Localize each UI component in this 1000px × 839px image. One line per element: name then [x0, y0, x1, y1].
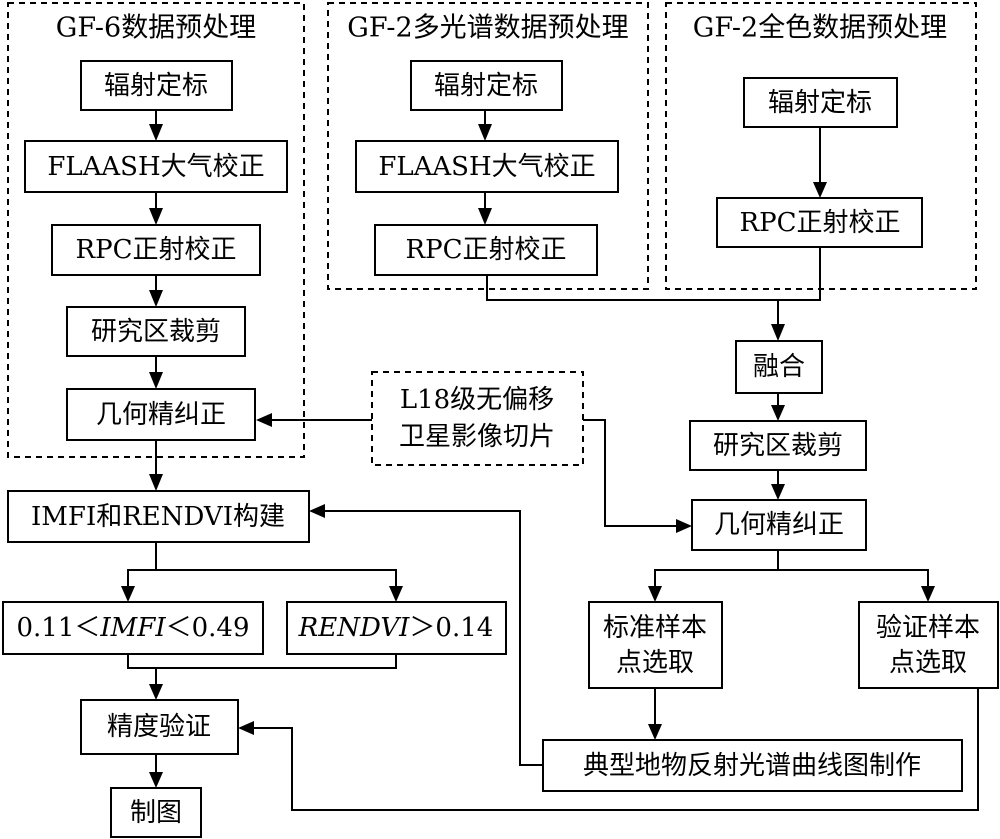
split-line-left	[654, 550, 779, 586]
arrowhead	[771, 405, 785, 421]
accuracy-box: 精度验证	[80, 699, 239, 755]
arrowhead	[149, 124, 163, 141]
arrowhead	[771, 324, 785, 341]
mapping-box: 制图	[110, 787, 202, 838]
arrowhead	[648, 724, 662, 740]
gf6-step-radiometric: 辐射定标	[80, 60, 233, 111]
tile-line2: 卫星影像切片	[399, 422, 555, 452]
split-line-rendvi	[156, 569, 397, 586]
imfi-threshold-prefix: 0.11＜	[16, 613, 100, 643]
arrowhead	[478, 208, 492, 225]
arrowhead	[478, 124, 492, 141]
index-build-label: IMFI和RENDVI构建	[31, 502, 285, 532]
gf6-step-flaash: FLAASH大气校正	[24, 140, 288, 193]
imfi-threshold-var: IMFI	[99, 613, 166, 643]
arrow-line	[583, 419, 676, 527]
gf2ms-step-radiometric: 辐射定标	[410, 60, 563, 111]
gf2ms-step-rpc: RPC正射校正	[374, 224, 598, 276]
gf6-step-rpc: RPC正射校正	[51, 224, 261, 276]
gf6-group-frame	[7, 2, 305, 458]
validation-sample-line2: 点选取	[889, 648, 967, 678]
gf6-step-flaash-label: FLAASH大气校正	[47, 152, 264, 182]
rendvi-threshold-box: RENDVI＞0.14	[286, 601, 507, 655]
satellite-tile-box: L18级无偏移 卫星影像切片	[371, 371, 584, 466]
fusion-box: 融合	[735, 340, 823, 394]
gf6-step-geo-label: 几何精纠正	[96, 400, 226, 430]
arrowhead	[149, 372, 163, 389]
merge-line-ms	[486, 275, 778, 301]
arrowhead	[256, 413, 272, 427]
gf2-ms-group-frame	[327, 2, 649, 290]
right-crop-label: 研究区裁剪	[713, 431, 843, 461]
rendvi-threshold-suffix: ＞0.14	[409, 613, 493, 643]
right-geo-label: 几何精纠正	[714, 510, 844, 540]
gf6-step-geo: 几何精纠正	[66, 388, 256, 441]
merge-line-pan	[778, 247, 821, 301]
standard-sample-box: 标准样本 点选取	[588, 601, 723, 689]
fusion-label: 融合	[753, 352, 805, 382]
arrowhead	[813, 182, 827, 198]
split-line-imfi	[127, 542, 157, 586]
gf2pan-step-radiometric-label: 辐射定标	[768, 88, 872, 118]
tile-line1: L18级无偏移	[400, 385, 554, 415]
gf2pan-step-rpc: RPC正射校正	[716, 197, 923, 248]
gf2pan-step-radiometric: 辐射定标	[743, 77, 898, 128]
standard-sample-line2: 点选取	[616, 648, 694, 678]
arrowhead	[149, 772, 163, 788]
gf2ms-step-flaash: FLAASH大气校正	[355, 140, 619, 193]
gf6-step-rpc-label: RPC正射校正	[76, 235, 237, 265]
validation-sample-line1: 验证样本	[876, 613, 980, 643]
gf2-pan-group-title: GF-2全色数据预处理	[693, 13, 947, 44]
split-line-right	[778, 569, 929, 586]
imfi-threshold-text: 0.11＜IMFI＜0.49	[16, 613, 249, 643]
mapping-label: 制图	[130, 798, 182, 828]
arrowhead	[309, 504, 325, 518]
merge-line-rendvi	[156, 654, 397, 669]
arrowhead	[149, 208, 163, 225]
index-build-box: IMFI和RENDVI构建	[7, 490, 310, 543]
arrowhead	[648, 586, 662, 602]
gf6-step-crop: 研究区裁剪	[66, 306, 246, 357]
gf2ms-step-flaash-label: FLAASH大气校正	[378, 152, 595, 182]
gf2ms-step-rpc-label: RPC正射校正	[406, 235, 567, 265]
arrowhead	[921, 586, 935, 602]
arrowheads	[121, 124, 935, 788]
spectral-curve-box: 典型地物反射光谱曲线图制作	[542, 739, 963, 792]
arrowhead	[238, 721, 254, 735]
right-crop-box: 研究区裁剪	[689, 420, 867, 471]
imfi-threshold-suffix: ＜0.49	[166, 613, 250, 643]
gf6-step-radiometric-label: 辐射定标	[104, 71, 208, 101]
arrowhead	[149, 290, 163, 307]
right-geo-box: 几何精纠正	[691, 499, 867, 551]
arrowhead	[149, 474, 163, 491]
arrowhead	[771, 484, 785, 500]
merge-line-imfi	[127, 654, 156, 669]
gf2ms-step-radiometric-label: 辐射定标	[434, 71, 538, 101]
arrowhead	[149, 684, 163, 700]
gf2pan-step-rpc-label: RPC正射校正	[740, 208, 901, 238]
gf2-ms-group-title: GF-2多光谱数据预处理	[347, 13, 628, 44]
spectral-curve-label: 典型地物反射光谱曲线图制作	[583, 751, 921, 781]
arrowhead	[389, 586, 403, 602]
validation-line	[254, 688, 979, 811]
gf6-group-title: GF-6数据预处理	[56, 13, 256, 44]
rendvi-threshold-var: RENDVI	[298, 613, 410, 643]
connectors	[127, 110, 979, 811]
gf6-step-crop-label: 研究区裁剪	[91, 317, 221, 347]
imfi-threshold-box: 0.11＜IMFI＜0.49	[2, 601, 264, 655]
rendvi-threshold-text: RENDVI＞0.14	[298, 613, 494, 643]
arrowhead	[121, 586, 135, 602]
standard-sample-line1: 标准样本	[603, 613, 707, 643]
feedback-line	[325, 510, 543, 766]
validation-sample-box: 验证样本 点选取	[858, 601, 999, 689]
accuracy-label: 精度验证	[107, 712, 211, 742]
arrowhead	[676, 519, 692, 533]
